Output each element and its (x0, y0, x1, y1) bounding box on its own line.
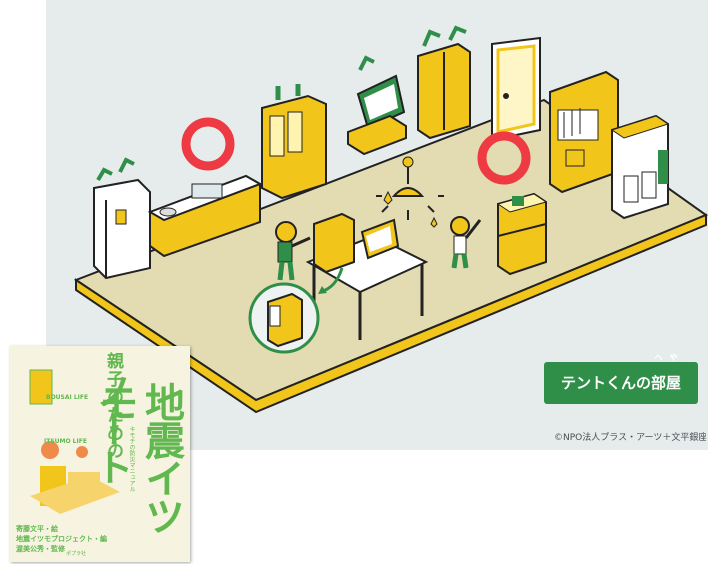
book-subtitle: キモチの防災マニュアル (128, 426, 135, 492)
ruby-1-base: 部 (650, 374, 666, 392)
badge-text: テントくんの (560, 374, 651, 392)
hazard-circle-left (181, 117, 235, 171)
book-main-title-a: 地震イツモ (92, 382, 184, 534)
floor-edge (75, 213, 707, 414)
book-author-line1: 寄藤文平・絵 (16, 525, 58, 533)
book-author: 寄藤文平・絵 地震イツモプロジェクト・編 渥美公秀・監修 (16, 524, 107, 554)
wardrobe-icon (261, 84, 327, 200)
kitchen-cabinet-icon (610, 114, 670, 220)
ruby-1-reading: へ (650, 353, 666, 363)
ruby-1: へ部 (650, 353, 666, 404)
bookshelf-icon (549, 70, 619, 194)
room-illustration (73, 25, 708, 414)
book-publisher: ポプラ社 (66, 551, 87, 557)
ruby-2-base: 屋 (666, 374, 682, 392)
copyright-credit: ©NPO法人プラス・アーツ＋文平銀座 (554, 433, 706, 443)
hazard-circle-right (477, 131, 531, 185)
cupboard-icon (417, 25, 471, 140)
book-cover: BOUSAI LIFE ITSUMO LIFE 親子のための キモチの防災マニュ… (10, 346, 190, 562)
book-main-title-b: ノート (89, 372, 133, 486)
lamp-icon (376, 156, 444, 228)
kitchen-counter-icon (147, 174, 263, 258)
person-left-icon (275, 221, 311, 281)
book-illustration (29, 369, 120, 514)
zoom-circle-icon (248, 267, 344, 354)
book-label-top: BOUSAI LIFE (46, 394, 89, 401)
box-cabinet-icon (496, 192, 548, 276)
person-right-icon (450, 216, 482, 269)
tv-icon (347, 55, 407, 156)
book-label-mid: ITSUMO LIFE (44, 438, 87, 445)
book-author-line3: 渥美公秀・監修 (16, 545, 65, 553)
book-title: 親子のための (103, 352, 123, 460)
title-badge: テントくんのへ部や屋 (544, 353, 698, 404)
fridge-icon (93, 157, 151, 280)
ruby-2-reading: や (666, 353, 682, 363)
ruby-2: や屋 (666, 353, 682, 404)
door-icon (491, 36, 541, 142)
book-author-line2: 地震イツモプロジェクト・編 (16, 535, 107, 543)
